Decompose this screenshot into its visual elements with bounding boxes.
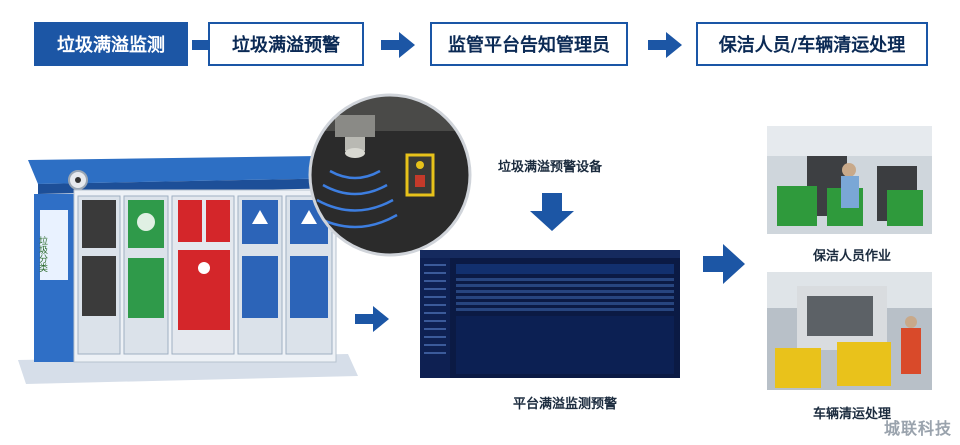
step-overflow-monitoring: 垃圾满溢监测 [34, 22, 188, 66]
arrow-right-icon [381, 32, 415, 58]
brand-watermark: 城联科技 [883, 419, 952, 438]
step-label: 垃圾满溢预警 [232, 35, 340, 56]
kiosk-side-poster-text: 垃圾分类 [37, 235, 48, 273]
device-label: 垃圾满溢预警设备 [498, 160, 603, 175]
arrow-down-icon [530, 193, 574, 231]
arrow-right-icon [648, 32, 682, 58]
arrow-right-icon [355, 306, 389, 332]
step-cleaning-dispatch: 保洁人员/车辆清运处理 [696, 22, 928, 66]
step-notify-admin: 监管平台告知管理员 [430, 22, 628, 66]
step-label: 保洁人员/车辆清运处理 [718, 35, 906, 56]
vehicle-photo [767, 272, 932, 390]
step-label: 监管平台告知管理员 [448, 35, 610, 56]
overflow-sensor-zoom [308, 93, 472, 257]
step-overflow-warning: 垃圾满溢预警 [208, 22, 364, 66]
cleaner-photo [767, 126, 932, 234]
platform-label: 平台满溢监测预警 [513, 397, 618, 412]
step-label: 垃圾满溢监测 [57, 35, 165, 56]
garbage-kiosk-illustration: 垃圾分类 [18, 156, 358, 384]
cleaner-label: 保洁人员作业 [813, 249, 892, 264]
arrow-right-icon [703, 244, 745, 284]
monitoring-dashboard-screenshot [420, 250, 680, 378]
vehicle-label: 车辆清运处理 [813, 407, 892, 422]
